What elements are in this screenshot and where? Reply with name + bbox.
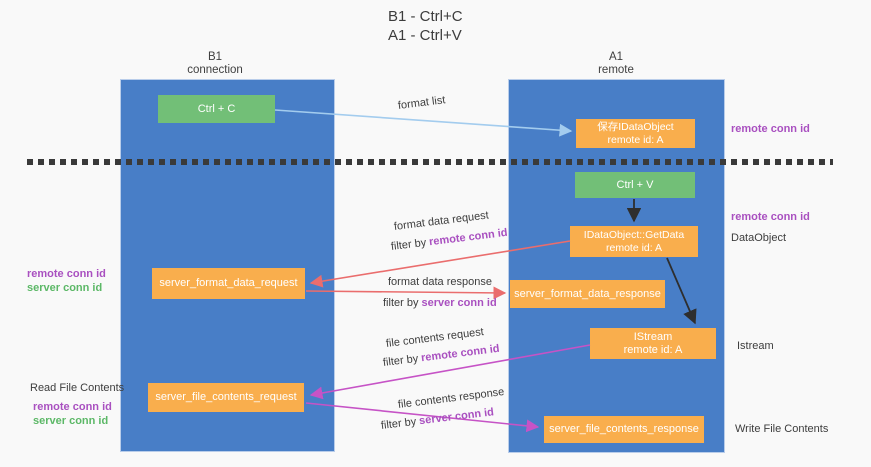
left-remote-conn-id-annotation-bottom: remote conn id <box>33 401 112 413</box>
remote-conn-id-annotation-mid: remote conn id <box>731 211 810 223</box>
left-column-name: B1 <box>207 51 223 63</box>
remote-conn-id-text: remote conn id <box>428 226 509 249</box>
ctrl-v-label: Ctrl + V <box>616 178 654 191</box>
dataobject-annotation: DataObject <box>731 232 787 244</box>
filter-by-text: filter by <box>390 236 427 253</box>
istream-line1: IStream <box>633 330 673 343</box>
write-file-contents-annotation: Write File Contents <box>735 423 829 435</box>
remote-conn-id-text: remote conn id <box>420 342 501 365</box>
getdata-line2: remote id: A <box>605 241 663 254</box>
istream-annotation: Istream <box>737 340 774 352</box>
left-column-subtitle: connection <box>187 64 243 76</box>
server-format-data-request-label: server_format_data_request <box>159 277 298 289</box>
format-data-response-label: format data response <box>388 276 492 288</box>
save-idataobject-box: 保存IDataObject remote id: A <box>576 119 695 148</box>
right-column-header: A1 remote <box>556 51 676 77</box>
server-file-contents-response-box: server_file_contents_response <box>544 416 704 443</box>
ctrl-c-box: Ctrl + C <box>158 95 275 123</box>
idataobject-getdata-box: IDataObject::GetData remote id: A <box>570 226 698 257</box>
left-server-conn-id-annotation: server conn id <box>27 282 103 294</box>
getdata-line1: IDataObject::GetData <box>583 228 685 241</box>
right-column-subtitle: remote <box>598 64 634 76</box>
server-file-contents-response-label: server_file_contents_response <box>549 423 699 435</box>
istream-box: IStream remote id: A <box>590 328 716 359</box>
filter-by-text: filter by <box>380 415 417 432</box>
left-server-conn-id-annotation-bottom: server conn id <box>33 415 109 427</box>
format-list-label: format list <box>397 94 447 112</box>
save-idataobject-line1: 保存IDataObject <box>597 120 674 133</box>
server-conn-id-text: server conn id <box>418 406 495 428</box>
right-column-name: A1 <box>608 51 624 63</box>
save-idataobject-line2: remote id: A <box>607 133 664 146</box>
left-column-header: B1 connection <box>155 51 275 77</box>
istream-line2: remote id: A <box>623 343 683 356</box>
filter-by-text: filter by <box>382 352 419 369</box>
server-file-contents-request-box: server_file_contents_request <box>148 383 304 412</box>
remote-conn-id-annotation-top: remote conn id <box>731 123 810 135</box>
section-divider-dashed-line <box>27 159 833 165</box>
server-format-data-response-label: server_format_data_response <box>514 287 661 300</box>
left-remote-conn-id-annotation: remote conn id <box>27 268 106 280</box>
format-data-response-arrow <box>305 286 507 300</box>
server-conn-id-text: server conn id <box>421 297 497 309</box>
read-file-contents-annotation: Read File Contents <box>30 382 125 394</box>
ctrl-v-box: Ctrl + V <box>575 172 695 198</box>
filter-by-text: filter by <box>383 297 419 309</box>
diagram-title: B1 - Ctrl+C A1 - Ctrl+V <box>388 7 463 45</box>
server-format-data-request-box: server_format_data_request <box>152 268 305 299</box>
title-line-a1: A1 - Ctrl+V <box>388 27 462 44</box>
server-format-data-response-box: server_format_data_response <box>510 280 665 308</box>
ctrl-c-label: Ctrl + C <box>197 102 236 115</box>
server-file-contents-request-label: server_file_contents_request <box>155 391 297 403</box>
title-line-b1: B1 - Ctrl+C <box>388 8 463 25</box>
format-data-request-label: format data request <box>393 209 490 233</box>
